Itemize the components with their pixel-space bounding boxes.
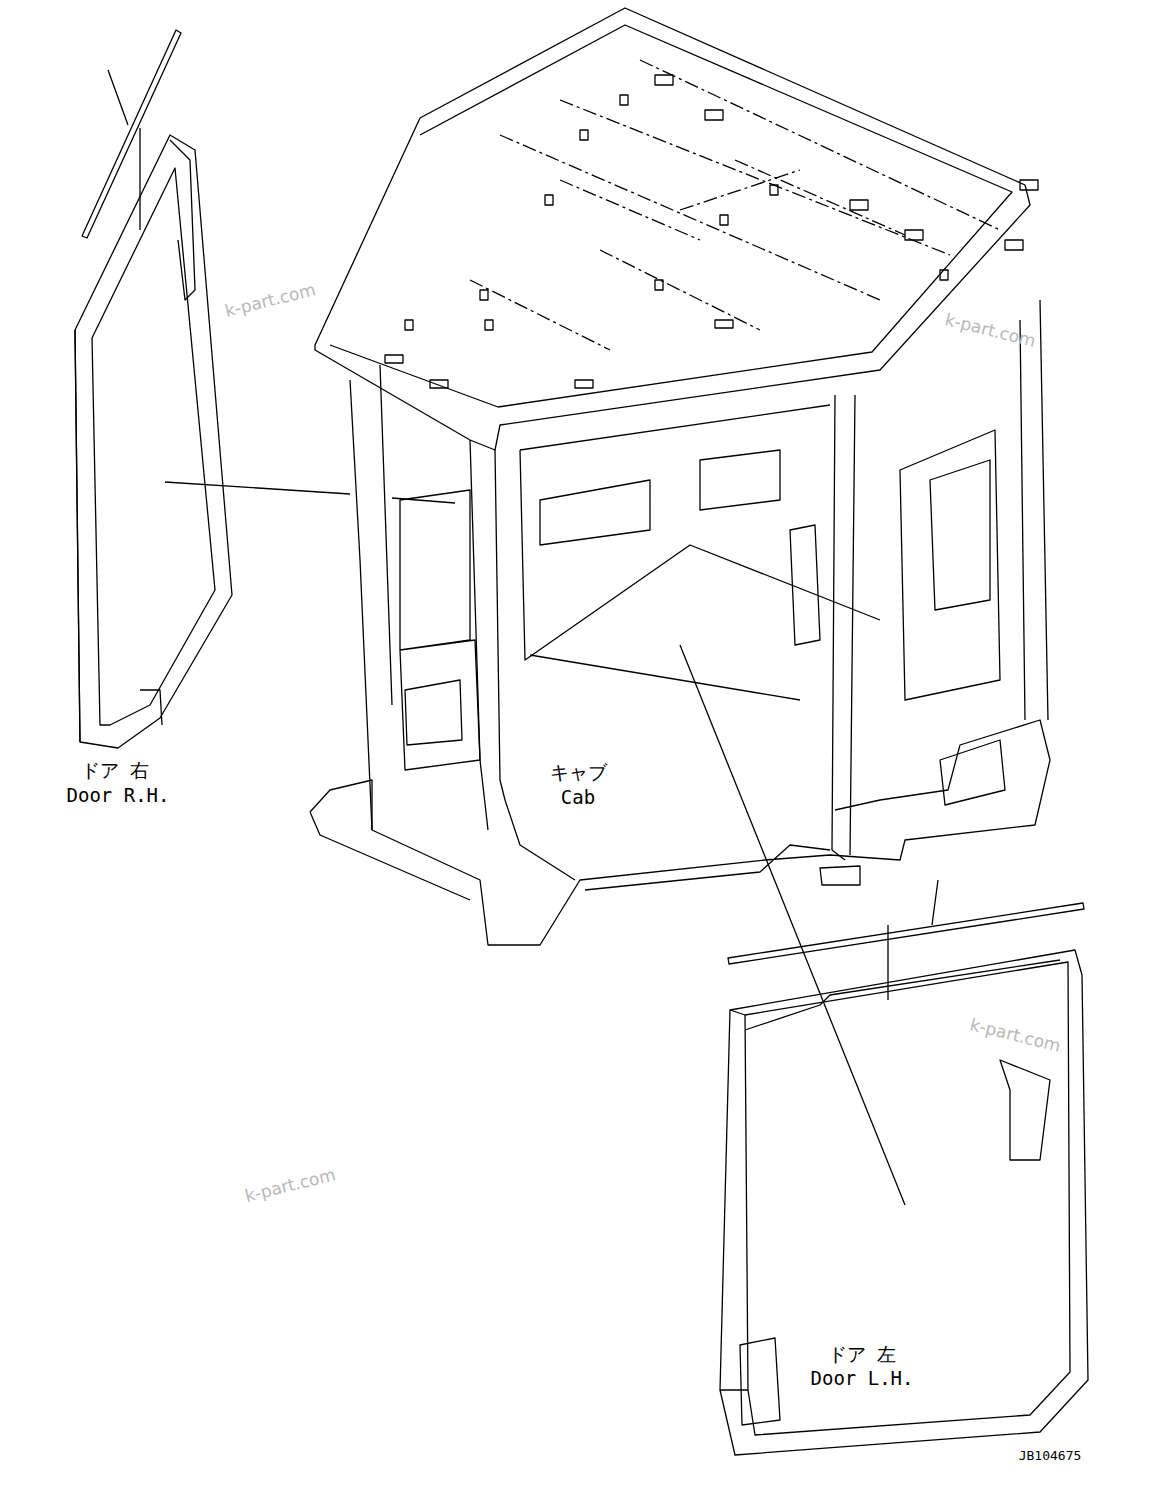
door-lh-inner <box>720 962 1070 1435</box>
watermark: k-part.com <box>968 1016 1062 1055</box>
watermark: k-part.com <box>243 1166 337 1205</box>
leader-line <box>108 70 140 230</box>
door-rh-frame <box>75 135 232 748</box>
roof-inner <box>330 25 1012 407</box>
part-name: Cab <box>561 788 595 807</box>
part-name-jp: ドア 右 <box>81 761 149 780</box>
leader-line <box>165 482 455 503</box>
part-name: Door R.H. <box>67 786 170 805</box>
watermark: k-part.com <box>943 311 1037 350</box>
drawing-number: JB104675 <box>1019 1449 1082 1462</box>
door-rh-seal <box>82 30 181 238</box>
watermark: k-part.com <box>223 281 317 320</box>
cab-roof <box>315 8 1030 450</box>
door-rh-hinges <box>140 140 195 725</box>
part-name-jp: キャブ <box>550 763 607 782</box>
part-name: Door L.H. <box>811 1369 914 1388</box>
left-side-panel <box>400 490 480 770</box>
cab-base <box>310 720 1050 945</box>
right-side-panel <box>900 430 1000 700</box>
leader-line <box>680 645 905 1205</box>
base-mounts <box>820 740 1005 885</box>
leader-line <box>888 880 938 1000</box>
left-pillars <box>350 365 505 830</box>
rear-wall-parts <box>540 450 820 645</box>
door-lh-seal <box>728 903 1084 964</box>
roof-bosses <box>385 75 1038 388</box>
right-pillars <box>832 300 1048 860</box>
part-name-jp: ドア 左 <box>828 1345 896 1364</box>
roof-panel-lines <box>470 60 1000 350</box>
rear-wall <box>520 405 880 700</box>
